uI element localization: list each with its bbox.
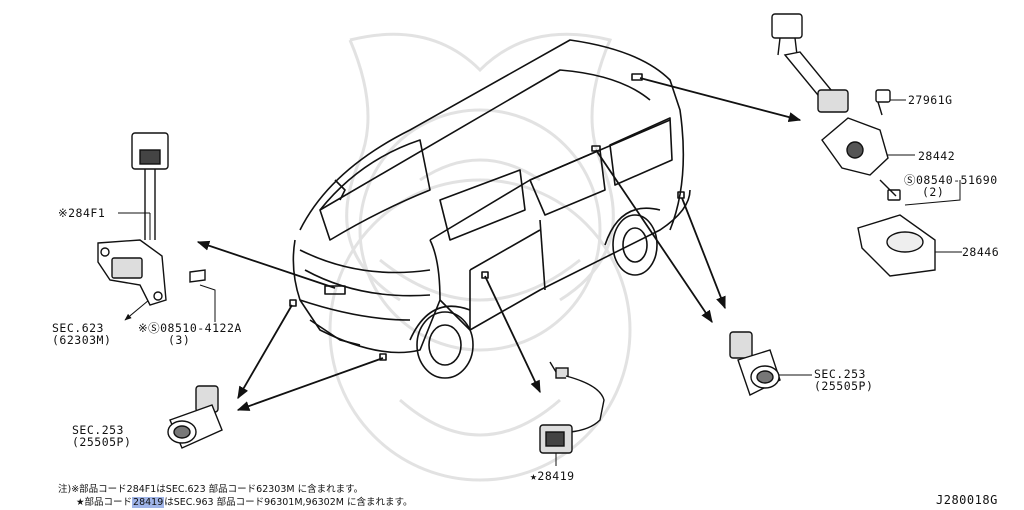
label-sec253-right: SEC.253 [814,367,866,381]
sonar-sensor-left [167,385,223,449]
diagram-id: J280018G [936,493,998,507]
label-284f1: ※284F1 [58,206,106,220]
camera-unit-part [771,13,936,277]
watermark-emblem [328,32,632,482]
footnote-1-text: 注)※部品コード284F1はSEC.623 部品コード62303M に含まれます… [58,484,364,495]
label-28442: 28442 [918,149,956,163]
label-screw-right-qty: (2) [922,185,945,199]
van-illustration [289,39,691,379]
highlighted-part-number[interactable]: 28419 [132,497,165,508]
label-28446: 28446 [962,245,1000,259]
camera-cable-part [539,361,605,454]
label-screw-left-qty: (3) [168,333,191,347]
footnote-2-suffix: はSEC.963 部品コード96301M,96302M に含まれます。 [164,497,413,508]
callout-arrows [196,77,802,411]
label-screw-left: ※Ⓢ08510-4122A [138,321,242,335]
footnote-1: 注)※部品コード284F1はSEC.623 部品コード62303M に含まれます… [58,481,363,495]
sonar-sensor-right [729,331,781,396]
label-sec623-code: (62303M) [52,333,112,347]
label-sec623: SEC.623 [52,321,104,335]
label-28419: ★28419 [530,469,575,483]
camera-harness-part [97,132,206,306]
label-sec253-right-code: (25505P) [814,379,874,393]
label-sec253-left-code: (25505P) [72,435,132,449]
label-sec253-left: SEC.253 [72,423,124,437]
label-screw-right: Ⓢ08540-51690 [904,173,998,187]
footnote-2: ★部品コード28419はSEC.963 部品コード96301M,96302M に… [76,494,413,508]
label-27961g: 27961G [908,93,953,107]
footnote-2-prefix: ★部品コード [76,497,133,508]
